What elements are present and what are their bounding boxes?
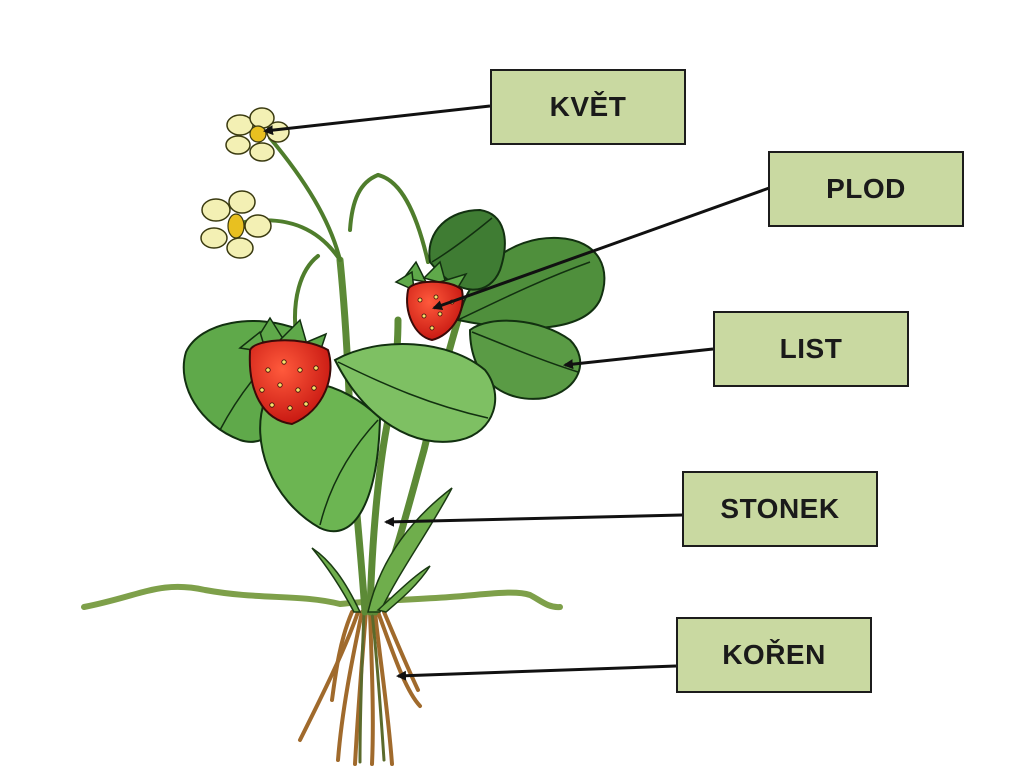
label-flower: KVĚT bbox=[490, 69, 686, 145]
label-stem: STONEK bbox=[682, 471, 878, 547]
pointer-leaf bbox=[563, 347, 714, 370]
runner-stolon bbox=[81, 583, 563, 611]
pointer-flower bbox=[263, 104, 491, 136]
flower-top bbox=[225, 107, 290, 162]
leaf-back-top bbox=[428, 208, 506, 291]
base-leaves bbox=[311, 487, 453, 613]
strawberry-large bbox=[248, 339, 332, 426]
label-leaf: LIST bbox=[713, 311, 909, 387]
strawberry-small bbox=[406, 280, 464, 342]
flower-stalks bbox=[243, 136, 430, 337]
pointer-fruit bbox=[432, 185, 773, 311]
label-fruit: PLOD bbox=[768, 151, 964, 227]
roots-dark bbox=[358, 610, 386, 764]
pointer-stem bbox=[384, 513, 683, 527]
flower-lower bbox=[200, 190, 272, 259]
pointer-lines bbox=[263, 104, 773, 681]
pointer-root bbox=[396, 664, 677, 681]
label-root: KOŘEN bbox=[676, 617, 872, 693]
leaf-front-right bbox=[333, 343, 497, 443]
